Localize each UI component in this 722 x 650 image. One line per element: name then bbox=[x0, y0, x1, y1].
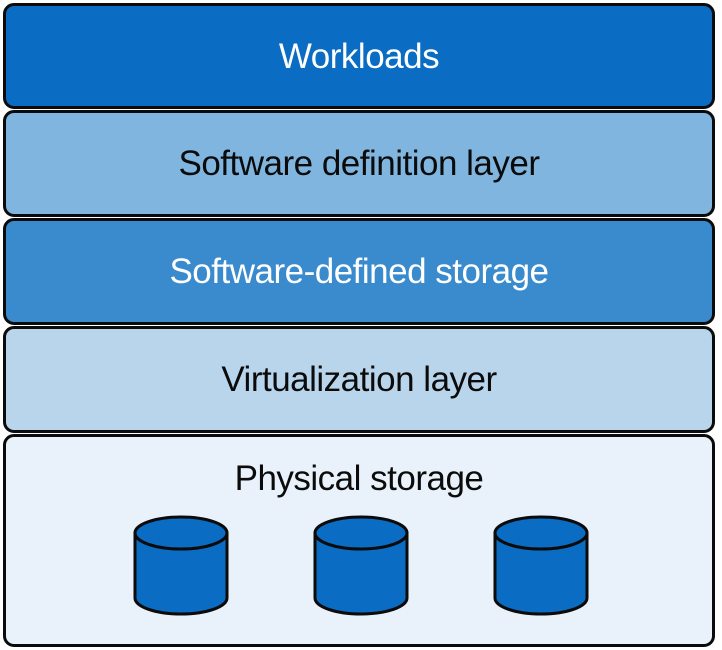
virtualization-layer-label: Virtualization layer bbox=[221, 360, 497, 399]
software-defined-storage-layer: Software-defined storage bbox=[3, 218, 715, 325]
software-defined-storage-label: Software-defined storage bbox=[169, 252, 549, 291]
software-definition-layer: Software definition layer bbox=[3, 110, 715, 217]
virtualization-layer: Virtualization layer bbox=[3, 326, 715, 433]
workloads-label: Workloads bbox=[278, 36, 440, 76]
physical-storage-label: Physical storage bbox=[234, 459, 484, 498]
software-definition-layer-label: Software definition layer bbox=[178, 144, 540, 183]
workloads-layer: Workloads bbox=[3, 3, 715, 109]
physical-storage-layer: Physical storage bbox=[3, 434, 715, 647]
